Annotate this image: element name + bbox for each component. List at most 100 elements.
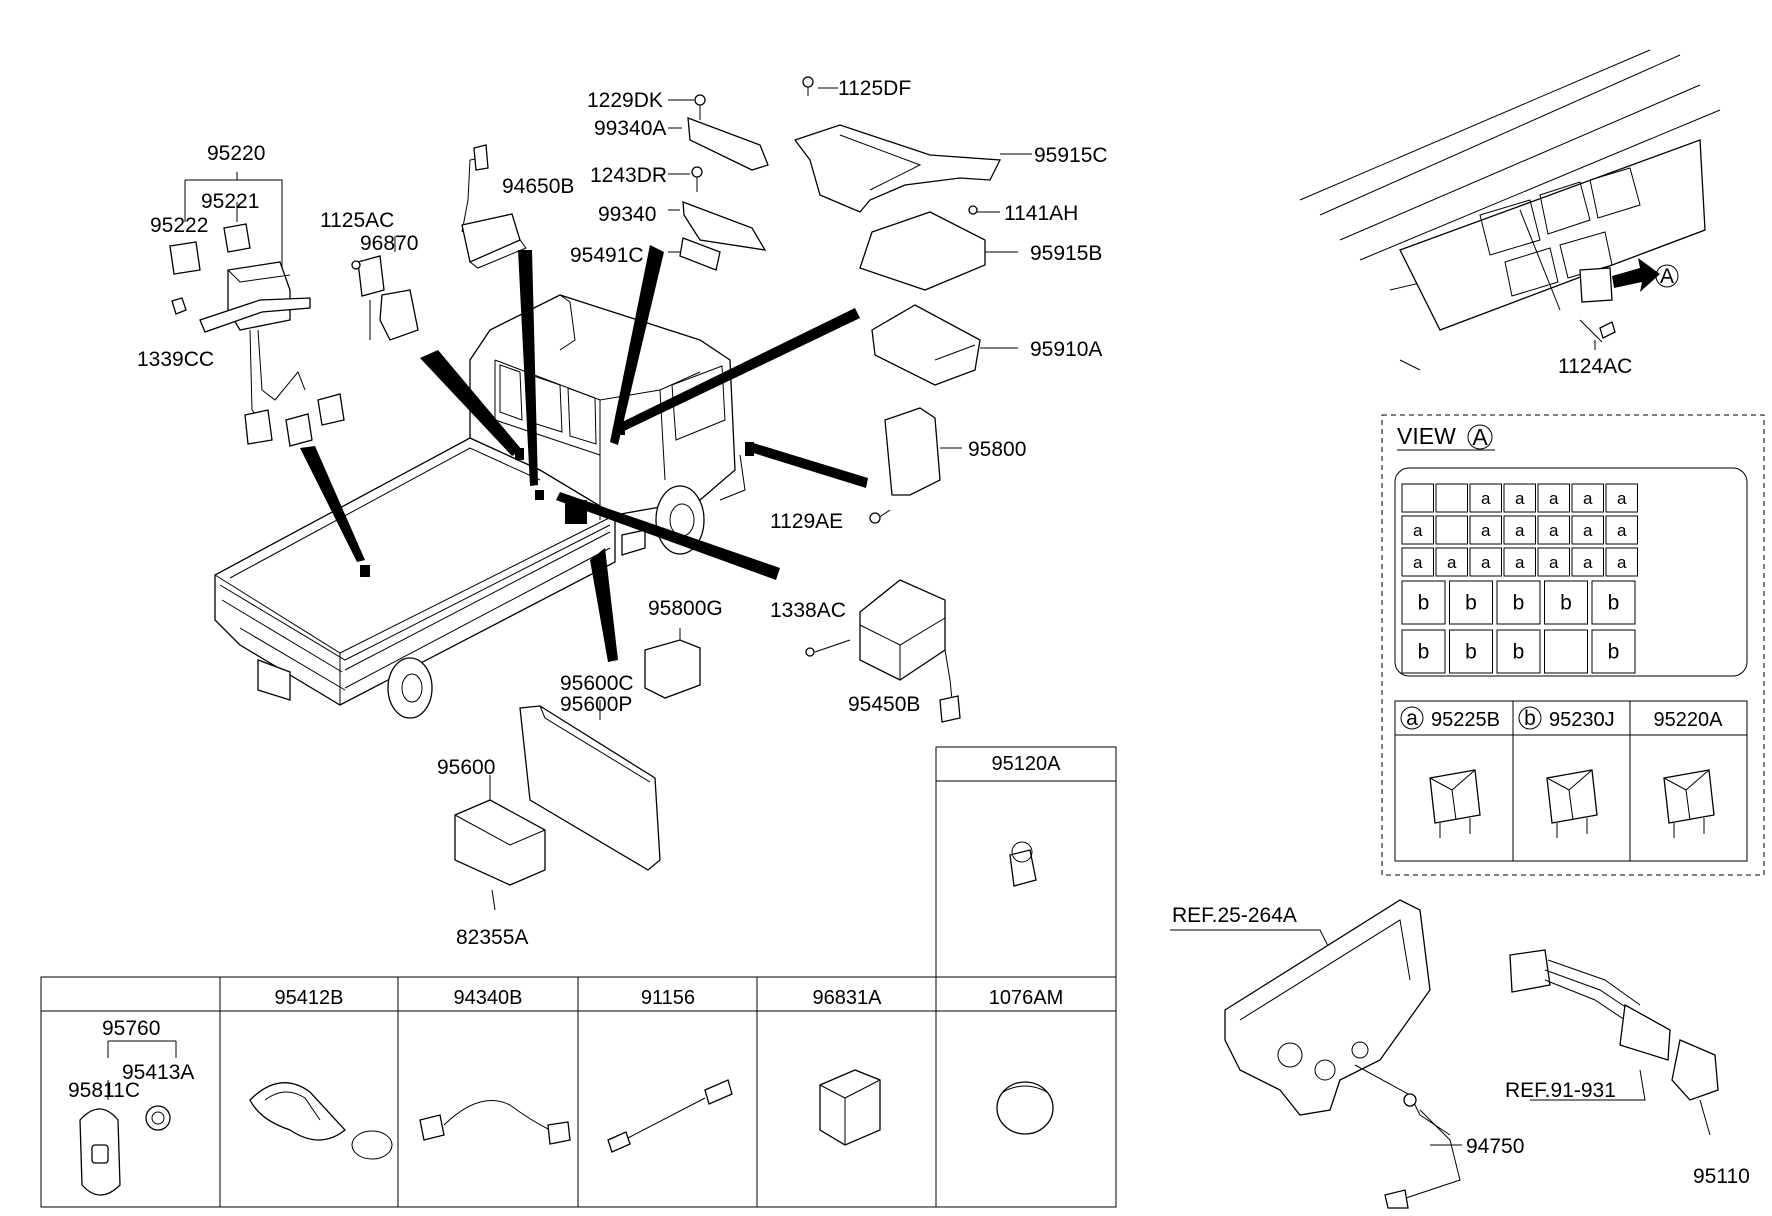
relay-slot-label: a [1549, 489, 1559, 508]
parts-table [40, 746, 1117, 1208]
connector-95110 [1509, 949, 1719, 1136]
relay-slot-a [1605, 515, 1638, 545]
label-96870: 96870 [360, 232, 418, 255]
dash-detail: A [1299, 49, 1721, 371]
label-1129AE: 1129AE [770, 510, 843, 533]
key-95412B [249, 1082, 393, 1160]
label-1125DF: 1125DF [838, 77, 911, 100]
bracket-95915B [859, 211, 1018, 291]
relay-slot-label: a [1413, 521, 1423, 540]
label-95491C: 95491C [570, 244, 644, 267]
label-95811C: 95811C [68, 1079, 140, 1102]
plug-1076AM [996, 1081, 1054, 1135]
relay-slot-label: a [1583, 521, 1593, 540]
relay-slot-label: a [1481, 553, 1491, 572]
relay-slot-label: b [1608, 641, 1620, 664]
label-95413A: 95413A [122, 1061, 194, 1084]
relay-icon-a [1429, 769, 1481, 838]
label-95600C: 95600C [560, 672, 634, 695]
relay-slot-label: b [1418, 592, 1430, 615]
relay-slot-a [1571, 515, 1604, 545]
view-title-marker: A [1472, 424, 1488, 450]
relay-slot-label: a [1413, 553, 1423, 572]
table-header-94340B: 94340B [454, 987, 523, 1009]
relay-slot-label: b [1513, 641, 1525, 664]
sensor-94340B [419, 1100, 571, 1145]
relay-slot-a [1571, 547, 1604, 577]
label-95760: 95760 [102, 1017, 160, 1040]
label-95450B: 95450B [848, 693, 920, 716]
label-95220: 95220 [207, 142, 265, 165]
relay-slot-a [1537, 515, 1570, 545]
label-1229DK: 1229DK [587, 89, 663, 112]
relay-slot-label: b [1608, 592, 1620, 615]
relay-slot-label: a [1481, 489, 1491, 508]
relay-slot-label: a [1617, 521, 1627, 540]
bracket-95915C [793, 124, 1032, 215]
relay-slot-b [1401, 580, 1446, 625]
label-ref91: REF.91-931 [1505, 1079, 1616, 1102]
label-94650B: 94650B [502, 175, 574, 198]
label-1125AC: 1125AC [320, 209, 394, 232]
label-95915B: 95915B [1030, 242, 1102, 265]
legend-part: 95230J [1549, 709, 1615, 731]
relay-slot-b [1496, 629, 1541, 674]
relay-slot-b [1401, 629, 1446, 674]
view-title: VIEW [1397, 423, 1456, 449]
transmission-housing [1170, 899, 1462, 1209]
label-1124AC: 1124AC [1558, 355, 1632, 378]
table-header-95120A: 95120A [992, 753, 1062, 775]
relay-slot-a [1503, 547, 1536, 577]
legend-key: a [1406, 707, 1418, 730]
relay-slot-a [1469, 483, 1502, 513]
module-95800G [644, 628, 701, 699]
label-94750: 94750 [1466, 1135, 1524, 1158]
relay-slot-a [1537, 547, 1570, 577]
relay-slot-label: b [1465, 641, 1477, 664]
relay-slot-b [1544, 629, 1588, 674]
pointer-wedges [300, 245, 868, 662]
relay-slot-label: b [1418, 641, 1430, 664]
relay-slot-b [1591, 580, 1636, 625]
relay-slot-label: a [1515, 553, 1525, 572]
relay-icon-c [1663, 769, 1715, 838]
relay-slot-b [1591, 629, 1636, 674]
sensor-95120A [1009, 841, 1037, 887]
table-header-1076AM: 1076AM [989, 987, 1064, 1009]
relay-slot-a [1401, 547, 1434, 577]
relay-slot-label: a [1617, 553, 1627, 572]
legend-key-circle [1400, 706, 1424, 730]
relay-slot-b [1449, 580, 1493, 625]
label-95915C: 95915C [1034, 144, 1108, 167]
part-labels: 9522095221952221339CC1125AC9687094650B12… [68, 77, 1750, 1188]
legend-key: b [1524, 707, 1536, 730]
relay-slot-a [1503, 483, 1536, 513]
relay-slot-label: a [1583, 489, 1593, 508]
relay-slot-label: b [1513, 592, 1525, 615]
part-96870 [351, 236, 419, 341]
relay-slot-label: b [1465, 592, 1477, 615]
relay-slot-a [1435, 483, 1468, 513]
label-1141AH: 1141AH [1004, 202, 1078, 225]
relay-slot-label: a [1549, 521, 1559, 540]
label-95222: 95222 [150, 214, 208, 237]
module-95600 [454, 775, 546, 911]
module-96831A [819, 1069, 881, 1146]
module-95910A [871, 304, 1018, 386]
relay-icon-b [1546, 769, 1598, 838]
relay-slot-b [1544, 580, 1588, 625]
relay-slot-label: a [1515, 489, 1525, 508]
relay-slot-b [1449, 629, 1493, 674]
label-1243DR: 1243DR [590, 164, 667, 187]
relay-slot-a [1469, 547, 1502, 577]
label-95910A: 95910A [1030, 338, 1102, 361]
relay-assembly-95220 [169, 172, 345, 447]
relay-slot-a [1605, 547, 1638, 577]
label-95600P: 95600P [560, 693, 632, 716]
relay-slot-a [1605, 483, 1638, 513]
label-95600: 95600 [437, 756, 495, 779]
relay-slot-a [1401, 483, 1434, 513]
